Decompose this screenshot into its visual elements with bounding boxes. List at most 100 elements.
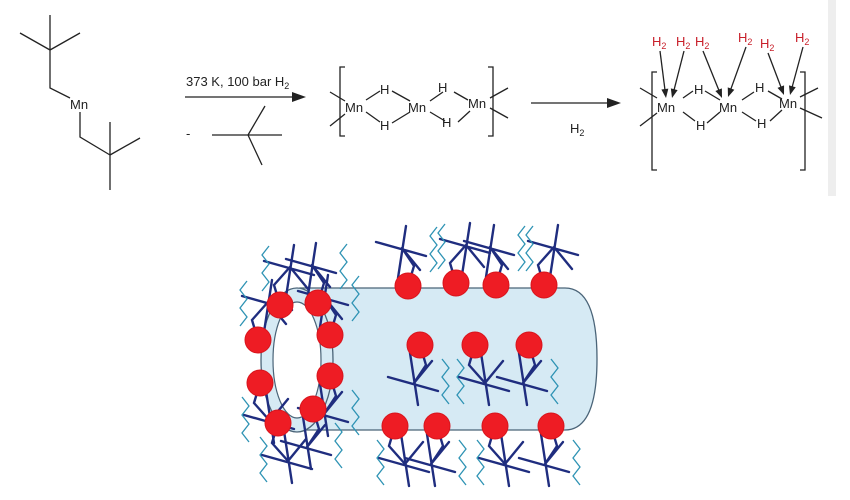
neopentyl-ligand	[284, 241, 338, 305]
h-label: H	[757, 116, 766, 131]
alkyl-chain	[261, 245, 270, 292]
alkyl-chain	[572, 439, 581, 486]
alkyl-chain	[259, 436, 268, 483]
alkyl-chain	[525, 225, 534, 272]
alkyl-chain	[458, 439, 467, 486]
h2-label: H2	[738, 30, 752, 47]
alkyl-chain	[239, 280, 248, 327]
alkyl-chain	[334, 422, 343, 469]
mn-label: Mn	[408, 100, 426, 115]
h2-label: H2	[760, 36, 774, 53]
kubas-h2-complex: Mn Mn Mn H H H H H2 H2 H2 H2 H2 H2	[639, 30, 823, 171]
h-label: H	[442, 115, 451, 130]
neopentyl-ligand	[526, 223, 580, 287]
alkyl-chain	[441, 358, 450, 405]
h2-reagent-label: H2	[570, 121, 584, 138]
minus-sign: -	[186, 126, 190, 141]
neopentyl-ligand	[386, 343, 440, 407]
h2-arrow	[673, 50, 685, 92]
neopentyl-ligand	[403, 424, 457, 488]
alkyl-chain	[376, 439, 385, 486]
conditions-label: 373 K, 100 bar H2	[186, 74, 289, 91]
tube-opening	[272, 301, 322, 419]
manganese-site	[264, 409, 292, 437]
manganese-site	[530, 271, 558, 299]
h2-label: H2	[695, 34, 709, 51]
manganese-site	[515, 331, 543, 359]
manganese-site	[442, 269, 470, 297]
h2-label: H2	[676, 34, 690, 51]
h2-arrowhead	[715, 88, 722, 98]
dineopentyl-manganese: Mn	[19, 15, 141, 190]
alkyl-chain	[456, 358, 465, 405]
alkyl-chain	[437, 223, 446, 270]
h2-arrowhead	[777, 85, 785, 95]
neopentyl-ligand	[260, 421, 314, 485]
manganese-site	[316, 321, 344, 349]
neopentyl-ligand	[477, 424, 531, 488]
mn-label: Mn	[468, 96, 486, 111]
alkyl-chain	[550, 358, 559, 405]
reaction-arrow-1: 373 K, 100 bar H2 -	[185, 74, 306, 166]
manganese-site	[381, 412, 409, 440]
manganese-site	[423, 412, 451, 440]
h-label: H	[380, 118, 389, 133]
side-bar	[828, 0, 836, 196]
h-label: H	[694, 82, 703, 97]
manganese-site	[266, 291, 294, 319]
manganese-hydride-polymer: Mn Mn Mn H H H H	[329, 66, 509, 137]
neopentyl-ligand	[262, 243, 316, 307]
neopentyl-ligand	[374, 224, 428, 288]
h2-arrowhead	[661, 88, 669, 98]
manganese-site	[537, 412, 565, 440]
neopentyl-ligand	[279, 407, 333, 471]
h2-arrow	[729, 46, 747, 91]
manganese-site	[316, 362, 344, 390]
mn-label: Mn	[657, 100, 675, 115]
h2-arrow	[791, 46, 804, 89]
mn-label: Mn	[779, 96, 797, 111]
h2-arrowhead	[788, 85, 796, 95]
alkyl-chain	[351, 275, 360, 322]
alkyl-chain	[476, 439, 485, 486]
manganese-site	[481, 412, 509, 440]
alkyl-chain	[429, 226, 438, 273]
h2-label: H2	[795, 30, 809, 47]
h2-arrow	[767, 52, 783, 89]
neopentane-byproduct	[212, 105, 282, 166]
manganese-site	[482, 271, 510, 299]
mn-label: Mn	[345, 100, 363, 115]
h-label: H	[438, 80, 447, 95]
h-label: H	[696, 118, 705, 133]
alkyl-chain	[351, 389, 360, 436]
neopentyl-ligand	[517, 424, 571, 488]
alkyl-chain	[517, 225, 526, 272]
mn-label: Mn	[719, 100, 737, 115]
manganese-site	[299, 395, 327, 423]
neopentyl-ligand	[462, 223, 516, 287]
reaction-arrow-2: H2	[531, 98, 621, 138]
neopentyl-ligand	[377, 424, 431, 488]
manganese-site	[244, 326, 272, 354]
alkyl-chain	[241, 396, 250, 443]
h2-label: H2	[652, 34, 666, 51]
h2-arrow	[702, 50, 720, 92]
manganese-site	[406, 331, 434, 359]
manganese-site	[461, 331, 489, 359]
manganese-site	[394, 272, 422, 300]
h2-arrowhead	[727, 87, 735, 97]
neopentyl-ligand	[495, 343, 549, 407]
h-label: H	[755, 80, 764, 95]
tube-body	[299, 287, 598, 431]
neopentyl-ligand	[457, 343, 511, 407]
h2-arrowhead	[670, 88, 678, 98]
h2-arrow	[659, 50, 666, 92]
manganese-site	[246, 369, 274, 397]
manganese-hydride-tube	[239, 221, 598, 488]
neopentyl-ligand	[438, 221, 492, 285]
alkyl-chain	[339, 243, 348, 290]
manganese-site	[304, 289, 332, 317]
mn-label: Mn	[70, 97, 88, 112]
